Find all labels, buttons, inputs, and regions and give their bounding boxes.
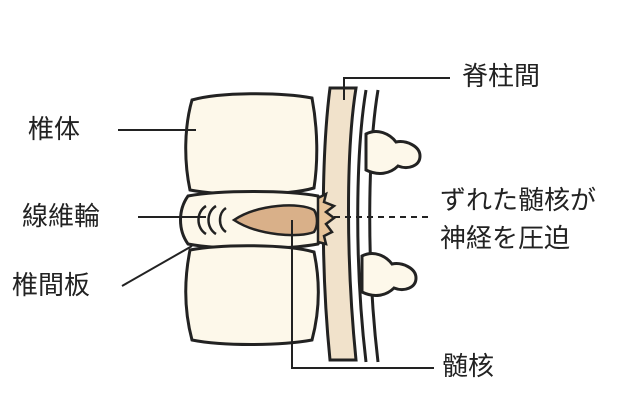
upper-spinous-process	[364, 130, 422, 175]
label-vertebral-body: 椎体	[28, 115, 81, 145]
leader-nucleus-pulposus	[291, 220, 434, 369]
annulus-arc-3	[218, 206, 227, 234]
posterior-line-inner	[368, 89, 380, 363]
label-intervertebral-disc: 椎間板	[12, 271, 91, 301]
label-displaced-nucleus-line2: 神経を圧迫	[440, 224, 571, 254]
lower-spinous-process	[360, 252, 418, 297]
lower-vertebral-body	[184, 244, 320, 346]
label-spinal-canal: 脊柱間	[462, 62, 541, 92]
label-annulus-fibrosus: 線維輪	[22, 202, 101, 232]
annulus-arc-1	[197, 204, 207, 236]
leader-spinal-canal	[343, 77, 450, 100]
upper-vertebral-body	[184, 92, 319, 196]
posterior-line-outer	[356, 89, 368, 363]
annulus-arc-2	[207, 204, 217, 236]
label-nucleus-pulposus: 髄核	[442, 352, 495, 382]
label-displaced-nucleus-line1: ずれた髄核が	[440, 186, 597, 216]
herniation-bulge	[316, 191, 337, 246]
leader-intervertebral-disc	[121, 245, 193, 287]
spinal-canal-band	[321, 86, 358, 362]
